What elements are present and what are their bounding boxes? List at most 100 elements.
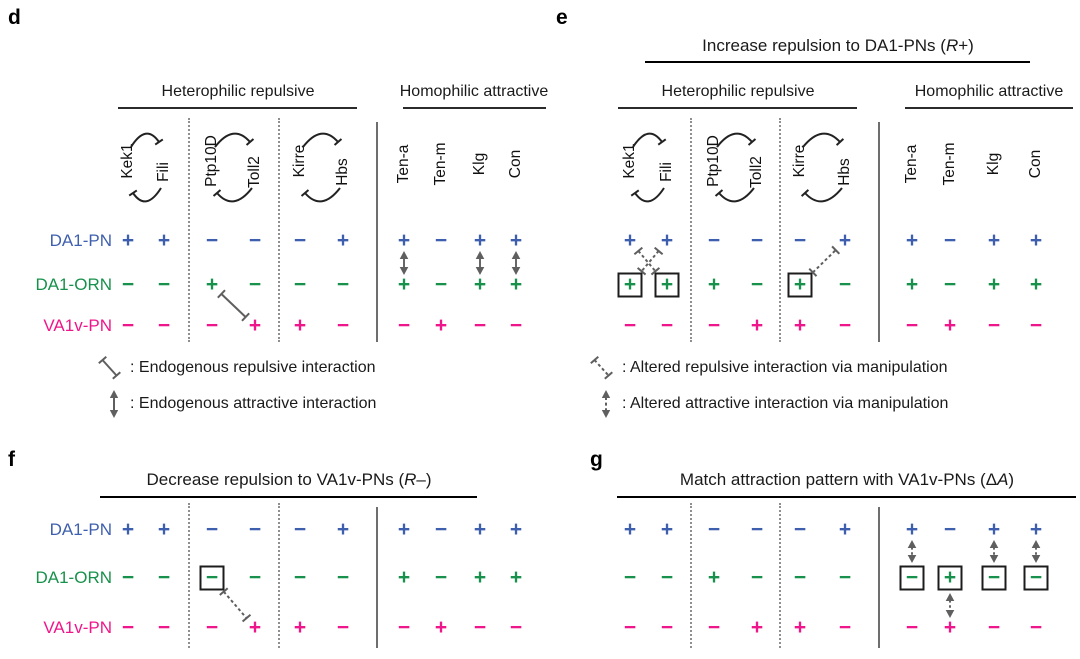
legend-text: : Altered repulsive interaction via mani… bbox=[622, 358, 948, 376]
sign-cell: + bbox=[509, 229, 523, 253]
attractive-interaction bbox=[511, 251, 521, 275]
manipulated-cell-box bbox=[1023, 565, 1049, 591]
sign-cell: − bbox=[838, 616, 852, 640]
sign-cell: − bbox=[660, 616, 674, 640]
sign-cell: − bbox=[623, 566, 637, 590]
manipulated-cell-box bbox=[981, 565, 1007, 591]
panel-f-title-post: –) bbox=[416, 470, 432, 489]
manipulated-cell-box bbox=[199, 565, 225, 591]
sign-cell: − bbox=[1029, 314, 1043, 338]
sign-cell: + bbox=[750, 314, 764, 338]
sign-cell: + bbox=[793, 273, 807, 297]
column-separator-dotted bbox=[188, 118, 190, 342]
sign-cell: − bbox=[707, 616, 721, 640]
sign-cell: − bbox=[157, 566, 171, 590]
sign-cell: + bbox=[623, 518, 637, 542]
column-separator-dotted bbox=[779, 118, 781, 342]
attractive-interaction bbox=[907, 540, 917, 563]
panel-d-header-repulsive-underline bbox=[118, 107, 357, 109]
sign-cell: − bbox=[660, 314, 674, 338]
panel-e-header-attractive-underline bbox=[905, 107, 1073, 109]
sign-cell: − bbox=[397, 314, 411, 338]
pair-repulsion-arc bbox=[214, 132, 251, 148]
panel-f-title-underline bbox=[100, 496, 477, 499]
panel-g-title-post: ) bbox=[1008, 470, 1015, 489]
pair-repulsion-arc bbox=[716, 132, 753, 148]
column-separator-dotted bbox=[690, 503, 692, 648]
sign-cell: + bbox=[793, 314, 807, 338]
panel-e-header-attractive: Homophilic attractive bbox=[914, 83, 1064, 100]
sign-cell: + bbox=[1029, 273, 1043, 297]
legend-altered-attractive: : Altered attractive interaction via man… bbox=[596, 389, 948, 419]
sign-cell: + bbox=[509, 566, 523, 590]
sign-cell: − bbox=[121, 616, 135, 640]
sign-cell: − bbox=[121, 273, 135, 297]
sign-cell: − bbox=[205, 616, 219, 640]
row-label-da1-pn: DA1-PN bbox=[49, 231, 112, 250]
legend-endogenous-attractive: : Endogenous attractive interaction bbox=[104, 389, 376, 419]
sign-cell: − bbox=[121, 566, 135, 590]
sign-cell: − bbox=[987, 616, 1001, 640]
panel-e-title-pre: Increase repulsion to DA1-PNs ( bbox=[702, 36, 946, 55]
sign-cell: − bbox=[943, 229, 957, 253]
repulsive-interaction bbox=[217, 289, 250, 322]
sign-cell: + bbox=[905, 518, 919, 542]
sign-cell: + bbox=[121, 518, 135, 542]
repulsive-interaction bbox=[219, 587, 252, 623]
panel-e-title: Increase repulsion to DA1-PNs (R+) bbox=[702, 36, 974, 56]
sign-cell: − bbox=[905, 616, 919, 640]
sign-cell: − bbox=[336, 273, 350, 297]
sign-cell: − bbox=[905, 566, 919, 590]
column-separator-dotted bbox=[188, 503, 190, 648]
sign-cell: + bbox=[509, 273, 523, 297]
column-separator-dotted bbox=[690, 118, 692, 342]
pair-repulsion-arc bbox=[804, 187, 843, 203]
sign-cell: − bbox=[205, 566, 219, 590]
column-separator-dotted bbox=[278, 118, 280, 342]
sign-cell: + bbox=[905, 229, 919, 253]
sign-cell: + bbox=[707, 566, 721, 590]
sign-cell: + bbox=[473, 518, 487, 542]
pair-repulsion-arc bbox=[216, 187, 253, 203]
sign-cell: + bbox=[336, 518, 350, 542]
legend-text: : Altered attractive interaction via man… bbox=[622, 395, 949, 412]
sign-cell: − bbox=[707, 518, 721, 542]
sign-cell: + bbox=[397, 273, 411, 297]
sign-cell: − bbox=[707, 229, 721, 253]
sign-cell: + bbox=[336, 229, 350, 253]
panel-e-title-underline bbox=[645, 61, 1030, 64]
sign-cell: − bbox=[397, 616, 411, 640]
sign-cell: − bbox=[205, 518, 219, 542]
row-label-va1v-pn: VA1v-PN bbox=[43, 618, 112, 637]
sign-cell: − bbox=[293, 273, 307, 297]
sign-cell: + bbox=[905, 273, 919, 297]
sign-cell: + bbox=[473, 273, 487, 297]
panel-g-title-underline bbox=[617, 496, 1076, 499]
sign-cell: − bbox=[121, 314, 135, 338]
sign-cell: + bbox=[293, 616, 307, 640]
sign-cell: − bbox=[905, 314, 919, 338]
attractive-interaction bbox=[989, 540, 999, 563]
sign-cell: − bbox=[248, 273, 262, 297]
sign-cell: − bbox=[336, 314, 350, 338]
sign-cell: − bbox=[293, 518, 307, 542]
sign-cell: − bbox=[750, 566, 764, 590]
sign-cell: − bbox=[838, 314, 852, 338]
panel-e-header-repulsive-underline bbox=[618, 107, 857, 109]
row-label-va1v-pn: VA1v-PN bbox=[43, 316, 112, 335]
sign-cell: + bbox=[987, 273, 1001, 297]
repulsive-interaction bbox=[633, 246, 661, 276]
sign-cell: + bbox=[838, 229, 852, 253]
sign-cell: − bbox=[336, 616, 350, 640]
sign-cell: + bbox=[397, 566, 411, 590]
sign-cell: − bbox=[157, 314, 171, 338]
attractive-interaction bbox=[399, 251, 409, 275]
pair-repulsion-arc bbox=[802, 132, 841, 148]
sign-cell: − bbox=[707, 314, 721, 338]
sign-cell: + bbox=[473, 566, 487, 590]
group-separator-solid bbox=[878, 507, 880, 648]
sign-cell: + bbox=[660, 229, 674, 253]
manipulated-cell-box bbox=[787, 272, 813, 298]
